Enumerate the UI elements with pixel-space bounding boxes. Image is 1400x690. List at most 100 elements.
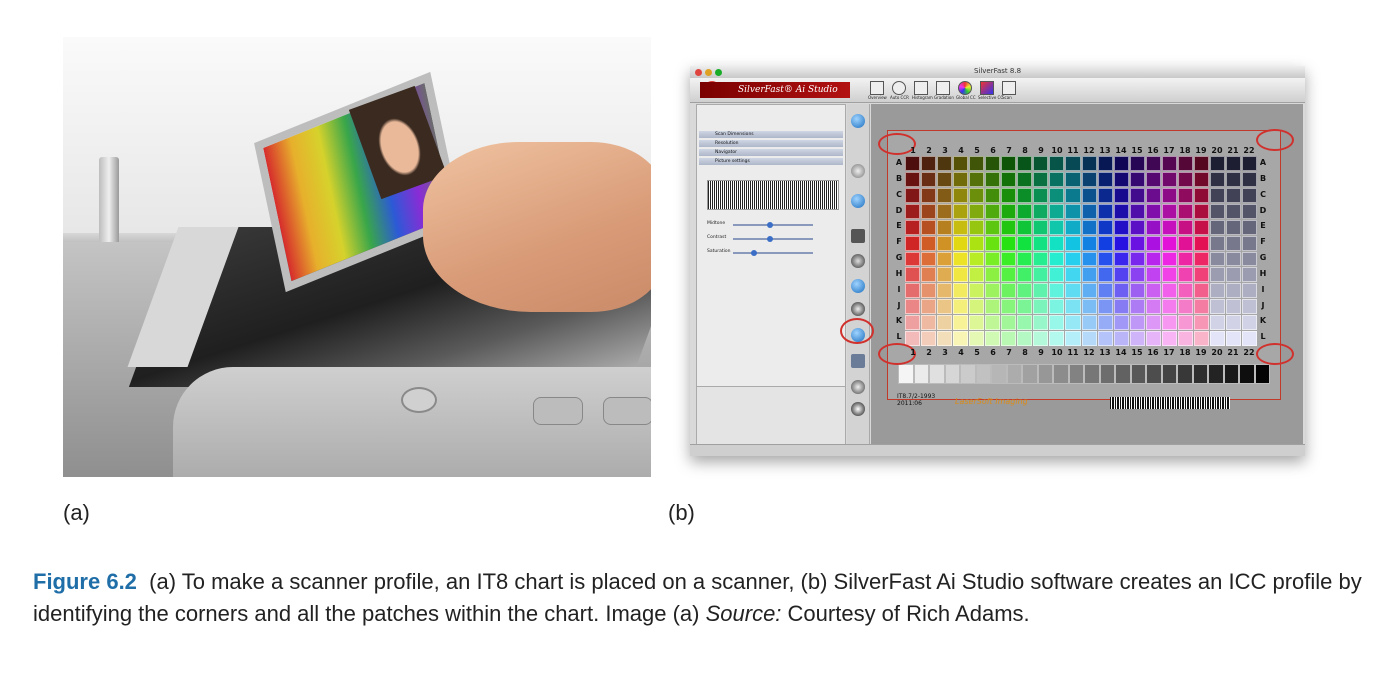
it8-patch <box>1209 283 1225 299</box>
it8-patch <box>953 251 969 267</box>
histogram-icon[interactable] <box>914 81 928 95</box>
it8-patch <box>1081 283 1097 299</box>
it8-patch <box>1001 315 1017 331</box>
it8-patch <box>985 299 1001 315</box>
it8-patch <box>1225 315 1241 331</box>
panel-label-b: (b) <box>668 500 695 525</box>
gray-patch <box>1177 364 1193 384</box>
panel-row-navigator[interactable]: Navigator <box>699 149 843 156</box>
it8-patch <box>1177 315 1193 331</box>
it8-patch <box>1049 219 1065 235</box>
it8-patch <box>1241 315 1257 331</box>
overview-icon[interactable] <box>870 81 884 95</box>
it8-patch <box>937 331 953 346</box>
it8-patch <box>905 156 921 171</box>
it8-patch <box>1065 203 1081 219</box>
it8-patch <box>1177 331 1193 346</box>
column-number-bottom: 8 <box>1022 348 1028 357</box>
play-tool-icon[interactable] <box>851 279 865 293</box>
it8-patch <box>1209 235 1225 251</box>
close-dot-icon[interactable] <box>695 69 702 76</box>
it8-patch <box>1113 251 1129 267</box>
saturation-label: Saturation <box>707 249 731 254</box>
column-number-bottom: 2 <box>926 348 932 357</box>
it8-patch <box>905 171 921 187</box>
it8-patch <box>1033 219 1049 235</box>
panel-row-picture-settings[interactable]: Picture settings <box>699 158 843 165</box>
column-number-top: 18 <box>1179 146 1191 155</box>
it8-patch <box>1081 299 1097 315</box>
it8-patch <box>1177 171 1193 187</box>
it8-patch <box>1097 267 1113 283</box>
it8-patch <box>985 235 1001 251</box>
it8-patch <box>1193 299 1209 315</box>
it8-patch <box>1049 171 1065 187</box>
column-number-top: 17 <box>1163 146 1175 155</box>
it8-patch <box>1065 283 1081 299</box>
tool-column <box>847 104 870 454</box>
spiral-tool-icon[interactable] <box>851 402 865 416</box>
midtone-label: Midtone <box>707 221 726 226</box>
auto-ccr-icon[interactable] <box>892 81 906 95</box>
panel-row-scan-dimensions[interactable]: Scan Dimensions <box>699 131 843 138</box>
it8-patch <box>1193 187 1209 203</box>
zoom-dot-icon[interactable] <box>715 69 722 76</box>
contrast-slider-thumb[interactable] <box>767 236 773 242</box>
minimize-dot-icon[interactable] <box>705 69 712 76</box>
it8-patch <box>1001 219 1017 235</box>
it8-patch <box>1049 315 1065 331</box>
panel-row-resolution[interactable]: Resolution <box>699 140 843 147</box>
midtone-slider-thumb[interactable] <box>767 222 773 228</box>
midtone-slider-track[interactable] <box>733 224 813 226</box>
dust-tool-icon[interactable] <box>851 380 865 394</box>
film-tool-icon[interactable] <box>851 229 865 243</box>
it8-patch <box>1225 156 1241 171</box>
panel-label-a: (a) <box>63 500 90 525</box>
it8-patch <box>969 171 985 187</box>
it8-patch <box>1129 331 1145 346</box>
gray-patch <box>1053 364 1069 384</box>
column-number-top: 12 <box>1083 146 1095 155</box>
saturation-slider-track[interactable] <box>733 252 813 254</box>
global-cc-icon[interactable] <box>958 81 972 95</box>
it8-patch <box>1209 171 1225 187</box>
it8-calibration-icon[interactable] <box>851 354 865 368</box>
column-number-bottom: 7 <box>1006 348 1012 357</box>
it8-patch <box>953 171 969 187</box>
it8-patch <box>1113 219 1129 235</box>
it8-patch <box>1113 156 1129 171</box>
it8-patch <box>1017 203 1033 219</box>
it8-patch <box>969 187 985 203</box>
it8-patch <box>1193 235 1209 251</box>
gradation-icon[interactable] <box>936 81 950 95</box>
info-tool-icon[interactable] <box>851 114 865 128</box>
it8-patch <box>1033 235 1049 251</box>
it8-patch <box>1145 283 1161 299</box>
soccer-tool-icon[interactable] <box>851 302 865 316</box>
column-number-bottom: 3 <box>942 348 948 357</box>
it8-patch <box>1001 251 1017 267</box>
it8-patch <box>953 299 969 315</box>
scan-icon[interactable] <box>1002 81 1016 95</box>
it8-patch <box>1097 219 1113 235</box>
it8-patch <box>985 251 1001 267</box>
it8-patch <box>1177 156 1193 171</box>
saturation-slider-thumb[interactable] <box>751 250 757 256</box>
it8-patch <box>1241 299 1257 315</box>
gray-patch <box>975 364 991 384</box>
row-letter-right: D <box>1259 205 1267 215</box>
contrast-slider-track[interactable] <box>733 238 813 240</box>
it8-patch <box>1065 171 1081 187</box>
row-letter-right: I <box>1261 284 1265 294</box>
selective-cc-icon[interactable] <box>980 81 994 95</box>
it8-patch <box>985 315 1001 331</box>
it8-patch <box>937 235 953 251</box>
it8-patch <box>1129 315 1145 331</box>
grain-tool-icon[interactable] <box>851 254 865 268</box>
scanner-photo <box>63 37 651 477</box>
it8-patch <box>1193 331 1209 346</box>
it8-patch <box>905 299 921 315</box>
gear-tool-icon[interactable] <box>851 194 865 208</box>
zoom-tool-icon[interactable] <box>851 164 865 178</box>
gray-patch <box>898 364 914 384</box>
